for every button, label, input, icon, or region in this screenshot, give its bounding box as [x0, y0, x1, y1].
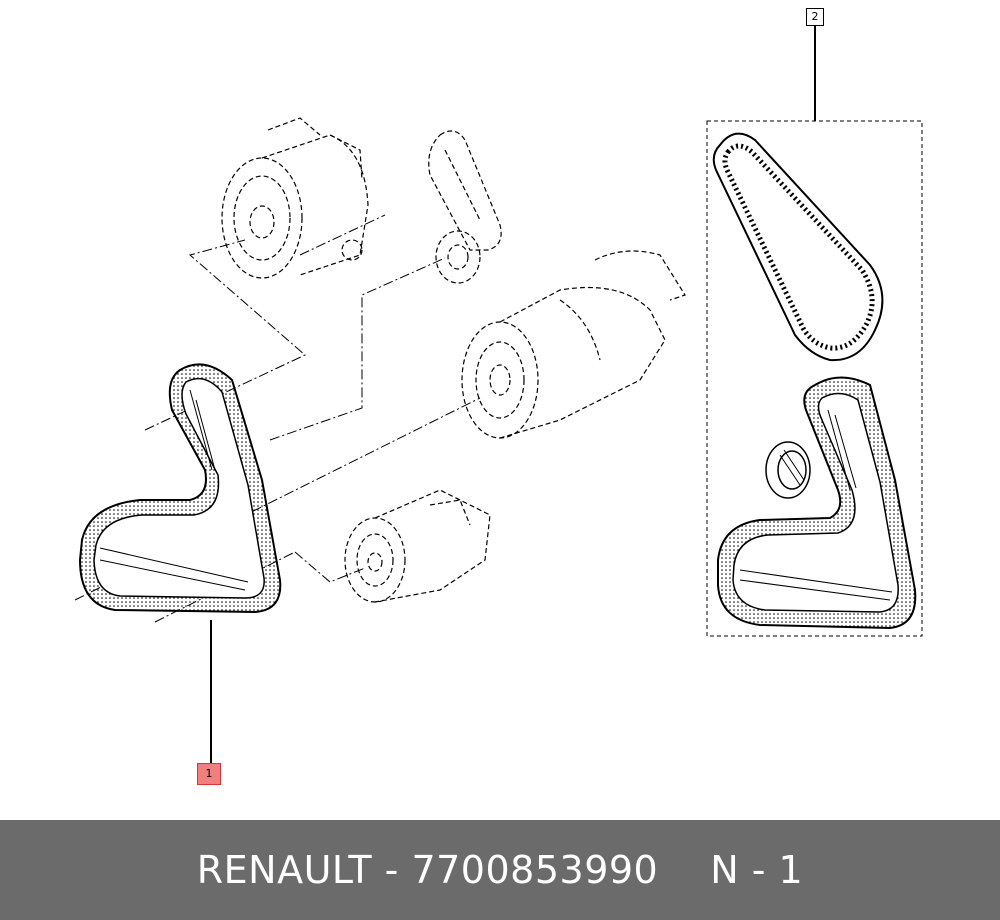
part-number: 7700853990 [411, 848, 659, 892]
brand-name: RENAULT [196, 848, 373, 892]
footer-bar: RENAULT - 7700853990 N - 1 [0, 820, 1000, 920]
timing-belt-drawing [712, 132, 884, 362]
steering-pump-drawing [344, 489, 491, 603]
kit-poly-v-belt-drawing [717, 376, 917, 630]
callout-part-1[interactable]: 1 [197, 763, 221, 785]
poly-v-belt-drawing [78, 363, 282, 614]
callout-part-2[interactable]: 2 [806, 8, 824, 26]
parts-diagram: 1 2 [74, 8, 923, 785]
quantity-label: N - 1 [710, 848, 804, 892]
footer-caption: RENAULT - 7700853990 N - 1 [197, 848, 803, 892]
separator: - [372, 848, 412, 892]
exploded-view-drawing [74, 26, 923, 763]
tensioner-drawing [428, 130, 502, 284]
crankshaft-drawing [461, 250, 686, 439]
alternator-drawing [221, 117, 369, 279]
kit-roller-drawing [765, 441, 811, 499]
belt-kit-box [706, 26, 923, 637]
